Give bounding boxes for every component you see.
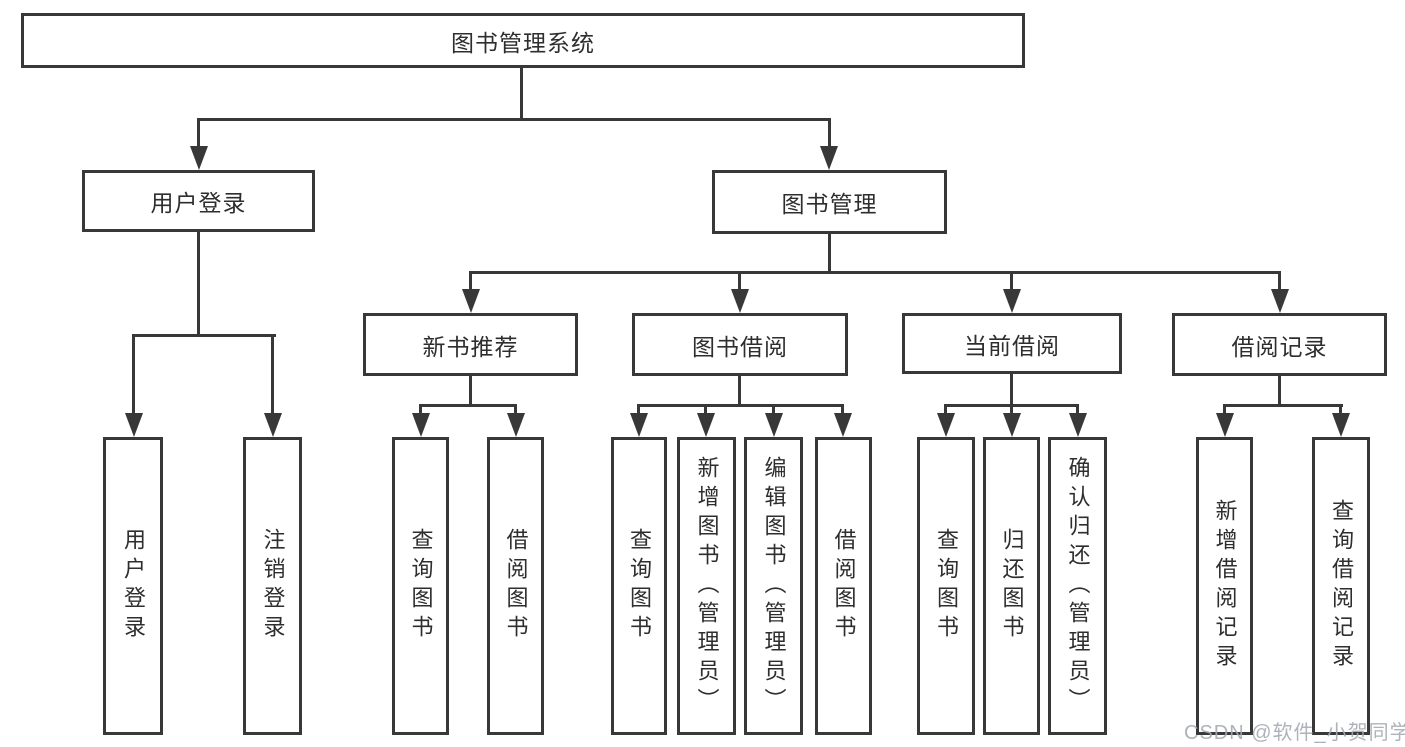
connector-line [1223, 404, 1343, 407]
node-label: 当前借阅 [964, 332, 1060, 359]
node-book-borrow: 图书借阅 [632, 313, 848, 376]
arrowhead-down-icon [1271, 289, 1289, 313]
leaf-confirm-return-admin: 确认归还（管理员） [1048, 437, 1107, 735]
connector-line [419, 407, 422, 413]
arrowhead-down-icon [1069, 413, 1087, 437]
connector-line [841, 407, 844, 413]
arrowhead-down-icon [1003, 413, 1021, 437]
node-label: 借阅记录 [1231, 333, 1328, 360]
connector-line [1278, 376, 1281, 407]
arrowhead-down-icon [820, 146, 838, 170]
connector-line [637, 404, 844, 407]
connector-line [1010, 407, 1013, 413]
node-label: 查询图书 [934, 528, 959, 644]
leaf-return-books: 归还图书 [983, 437, 1040, 735]
connector-line [419, 404, 517, 407]
arrowhead-down-icon [937, 413, 955, 437]
leaf-query-books-recommend: 查询图书 [392, 437, 449, 735]
node-label: 图书管理系统 [451, 29, 595, 56]
arrowhead-down-icon [1003, 289, 1021, 313]
connector-line [772, 407, 775, 413]
node-current-borrow: 当前借阅 [902, 313, 1122, 374]
arrowhead-down-icon [412, 413, 430, 437]
node-book-management: 图书管理 [712, 170, 947, 234]
connector-line [132, 334, 276, 337]
leaf-logout: 注销登录 [243, 437, 302, 735]
leaf-query-books-current: 查询图书 [917, 437, 975, 735]
leaf-borrow-books: 借阅图书 [815, 437, 872, 735]
node-borrow-records: 借阅记录 [1172, 313, 1387, 376]
connector-line [469, 271, 1281, 274]
connector-line [944, 404, 1079, 407]
arrowhead-down-icon [697, 413, 715, 437]
connector-line [271, 337, 274, 413]
leaf-user-login: 用户登录 [103, 437, 163, 735]
connector-line [828, 121, 831, 146]
connector-line [197, 118, 831, 121]
arrowhead-down-icon [462, 289, 480, 313]
arrowhead-down-icon [1216, 413, 1234, 437]
arrowhead-down-icon [731, 289, 749, 313]
leaf-query-borrow-record: 查询借阅记录 [1312, 437, 1370, 735]
node-label: 查询图书 [627, 528, 652, 644]
connector-line [520, 68, 523, 120]
csdn-watermark: CSDN @软件_小贺同学 [1184, 722, 1405, 744]
connector-line [197, 121, 200, 146]
arrowhead-down-icon [630, 413, 648, 437]
node-label: 归还图书 [999, 528, 1025, 644]
arrowhead-down-icon [190, 146, 208, 170]
connector-line [738, 376, 741, 407]
connector-line [738, 274, 741, 289]
connector-line [1010, 274, 1013, 289]
node-label: 编辑图书（管理员） [761, 455, 787, 717]
node-label: 注销登录 [260, 528, 286, 644]
connector-line [944, 407, 947, 413]
connector-line [132, 337, 135, 413]
leaf-add-borrow-record: 新增借阅记录 [1196, 437, 1253, 735]
connector-line [469, 274, 472, 289]
leaf-add-books-admin: 新增图书（管理员） [677, 437, 736, 735]
connector-line [637, 407, 640, 413]
connector-line [1278, 274, 1281, 289]
node-label: 图书管理 [781, 191, 878, 217]
leaf-borrow-books-recommend: 借阅图书 [487, 437, 544, 735]
connector-line [514, 407, 517, 413]
node-label: 确认归还（管理员） [1065, 455, 1091, 717]
leaf-edit-books-admin: 编辑图书（管理员） [744, 437, 803, 735]
node-user-login: 用户登录 [82, 170, 315, 232]
arrowhead-down-icon [507, 413, 525, 437]
node-label: 用户登录 [150, 190, 247, 216]
leaf-query-books-borrow: 查询图书 [611, 437, 667, 735]
node-label: 新书推荐 [422, 333, 519, 360]
arrowhead-down-icon [765, 413, 783, 437]
arrowhead-down-icon [834, 413, 852, 437]
node-label: 查询图书 [408, 528, 434, 644]
node-label: 借阅图书 [831, 528, 857, 644]
connector-line [1223, 407, 1226, 413]
arrowhead-down-icon [264, 413, 282, 437]
node-system-root: 图书管理系统 [21, 13, 1025, 68]
connector-line [704, 407, 707, 413]
connector-line [1339, 407, 1342, 413]
connector-line [1010, 374, 1013, 407]
node-new-book-recommend: 新书推荐 [363, 313, 578, 376]
node-label: 新增图书（管理员） [694, 455, 720, 717]
connector-line [469, 376, 472, 407]
node-label: 图书借阅 [692, 333, 788, 360]
node-label: 新增借阅记录 [1212, 499, 1238, 673]
arrowhead-down-icon [125, 413, 143, 437]
connector-line [197, 232, 200, 337]
connector-line [1076, 407, 1079, 413]
node-label: 借阅图书 [503, 528, 529, 644]
connector-line [828, 234, 831, 274]
arrowhead-down-icon [1332, 413, 1350, 437]
node-label: 用户登录 [121, 528, 146, 644]
node-label: 查询借阅记录 [1329, 499, 1354, 673]
